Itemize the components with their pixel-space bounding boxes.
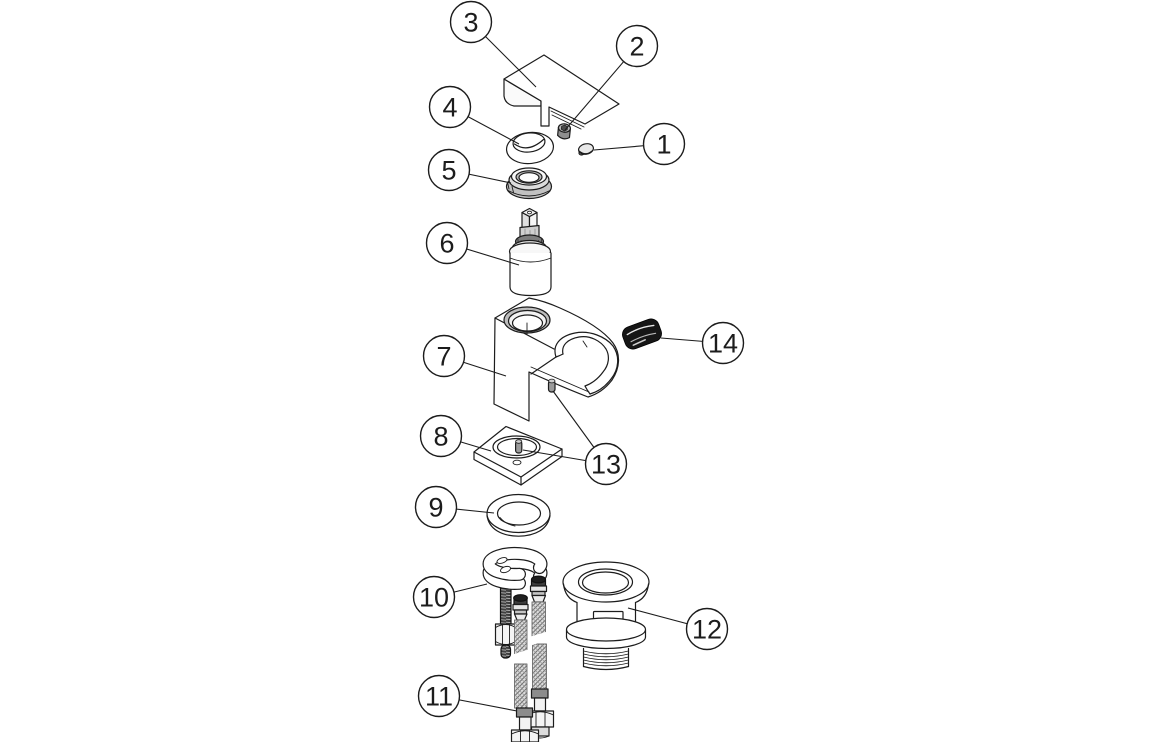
callout-3: 3 <box>449 0 537 88</box>
callout-number: 9 <box>428 492 443 522</box>
callout-12: 12 <box>627 607 729 651</box>
callout-circle <box>419 414 463 458</box>
callout-circle <box>449 0 493 44</box>
callout-number: 8 <box>433 421 448 451</box>
part-cartridge-retaining-collar <box>505 167 553 200</box>
callout-number: 6 <box>439 228 454 258</box>
callout-10: 10 <box>412 575 488 619</box>
part-ceramic-cartridge <box>508 207 552 297</box>
callout-circle <box>685 607 729 651</box>
callout-circle <box>615 24 659 68</box>
callout-circle <box>642 122 686 166</box>
part-handle-base-ring <box>505 131 555 165</box>
callout-circle <box>414 485 458 529</box>
callout-number: 11 <box>425 681 453 711</box>
callout-8: 8 <box>419 414 492 458</box>
part-flexible-hoses <box>510 643 555 742</box>
callout-number: 13 <box>591 449 621 479</box>
part-tap-body <box>493 297 620 422</box>
hose-break-gaps <box>511 631 549 664</box>
callout-circle <box>412 575 456 619</box>
callout-circle <box>425 221 469 265</box>
part-basin-waste <box>562 561 650 671</box>
callout-circle <box>422 334 466 378</box>
part-dome-cap-screw <box>577 143 595 156</box>
callout-9: 9 <box>414 485 495 529</box>
callout-circle <box>701 321 745 365</box>
callout-4: 4 <box>428 85 520 145</box>
callout-7: 7 <box>422 334 507 378</box>
callout-circle <box>428 85 472 129</box>
callout-circle <box>427 148 471 192</box>
callout-number: 12 <box>692 614 722 644</box>
callout-5: 5 <box>427 148 512 192</box>
callout-2: 2 <box>564 24 659 131</box>
callout-13: 13 <box>522 390 628 486</box>
part-handle-lever <box>503 54 620 130</box>
callout-number: 10 <box>419 582 449 612</box>
callout-11: 11 <box>417 674 518 718</box>
part-grub-screw <box>557 123 572 140</box>
part-base-gasket <box>486 493 551 537</box>
part-locating-pins <box>514 378 556 454</box>
callout-number: 1 <box>656 129 671 159</box>
callout-14: 14 <box>660 321 745 365</box>
callout-1: 1 <box>593 122 686 166</box>
callout-number: 14 <box>708 328 738 358</box>
part-base-plate <box>473 425 563 486</box>
callout-number: 7 <box>436 341 451 371</box>
part-spout-clip <box>622 318 662 350</box>
callout-number: 3 <box>463 7 478 37</box>
callout-number: 4 <box>442 92 457 122</box>
callout-number: 2 <box>629 31 644 61</box>
callout-circle <box>584 442 628 486</box>
callout-circle <box>417 674 461 718</box>
callout-6: 6 <box>425 221 520 266</box>
callout-number: 5 <box>441 155 456 185</box>
